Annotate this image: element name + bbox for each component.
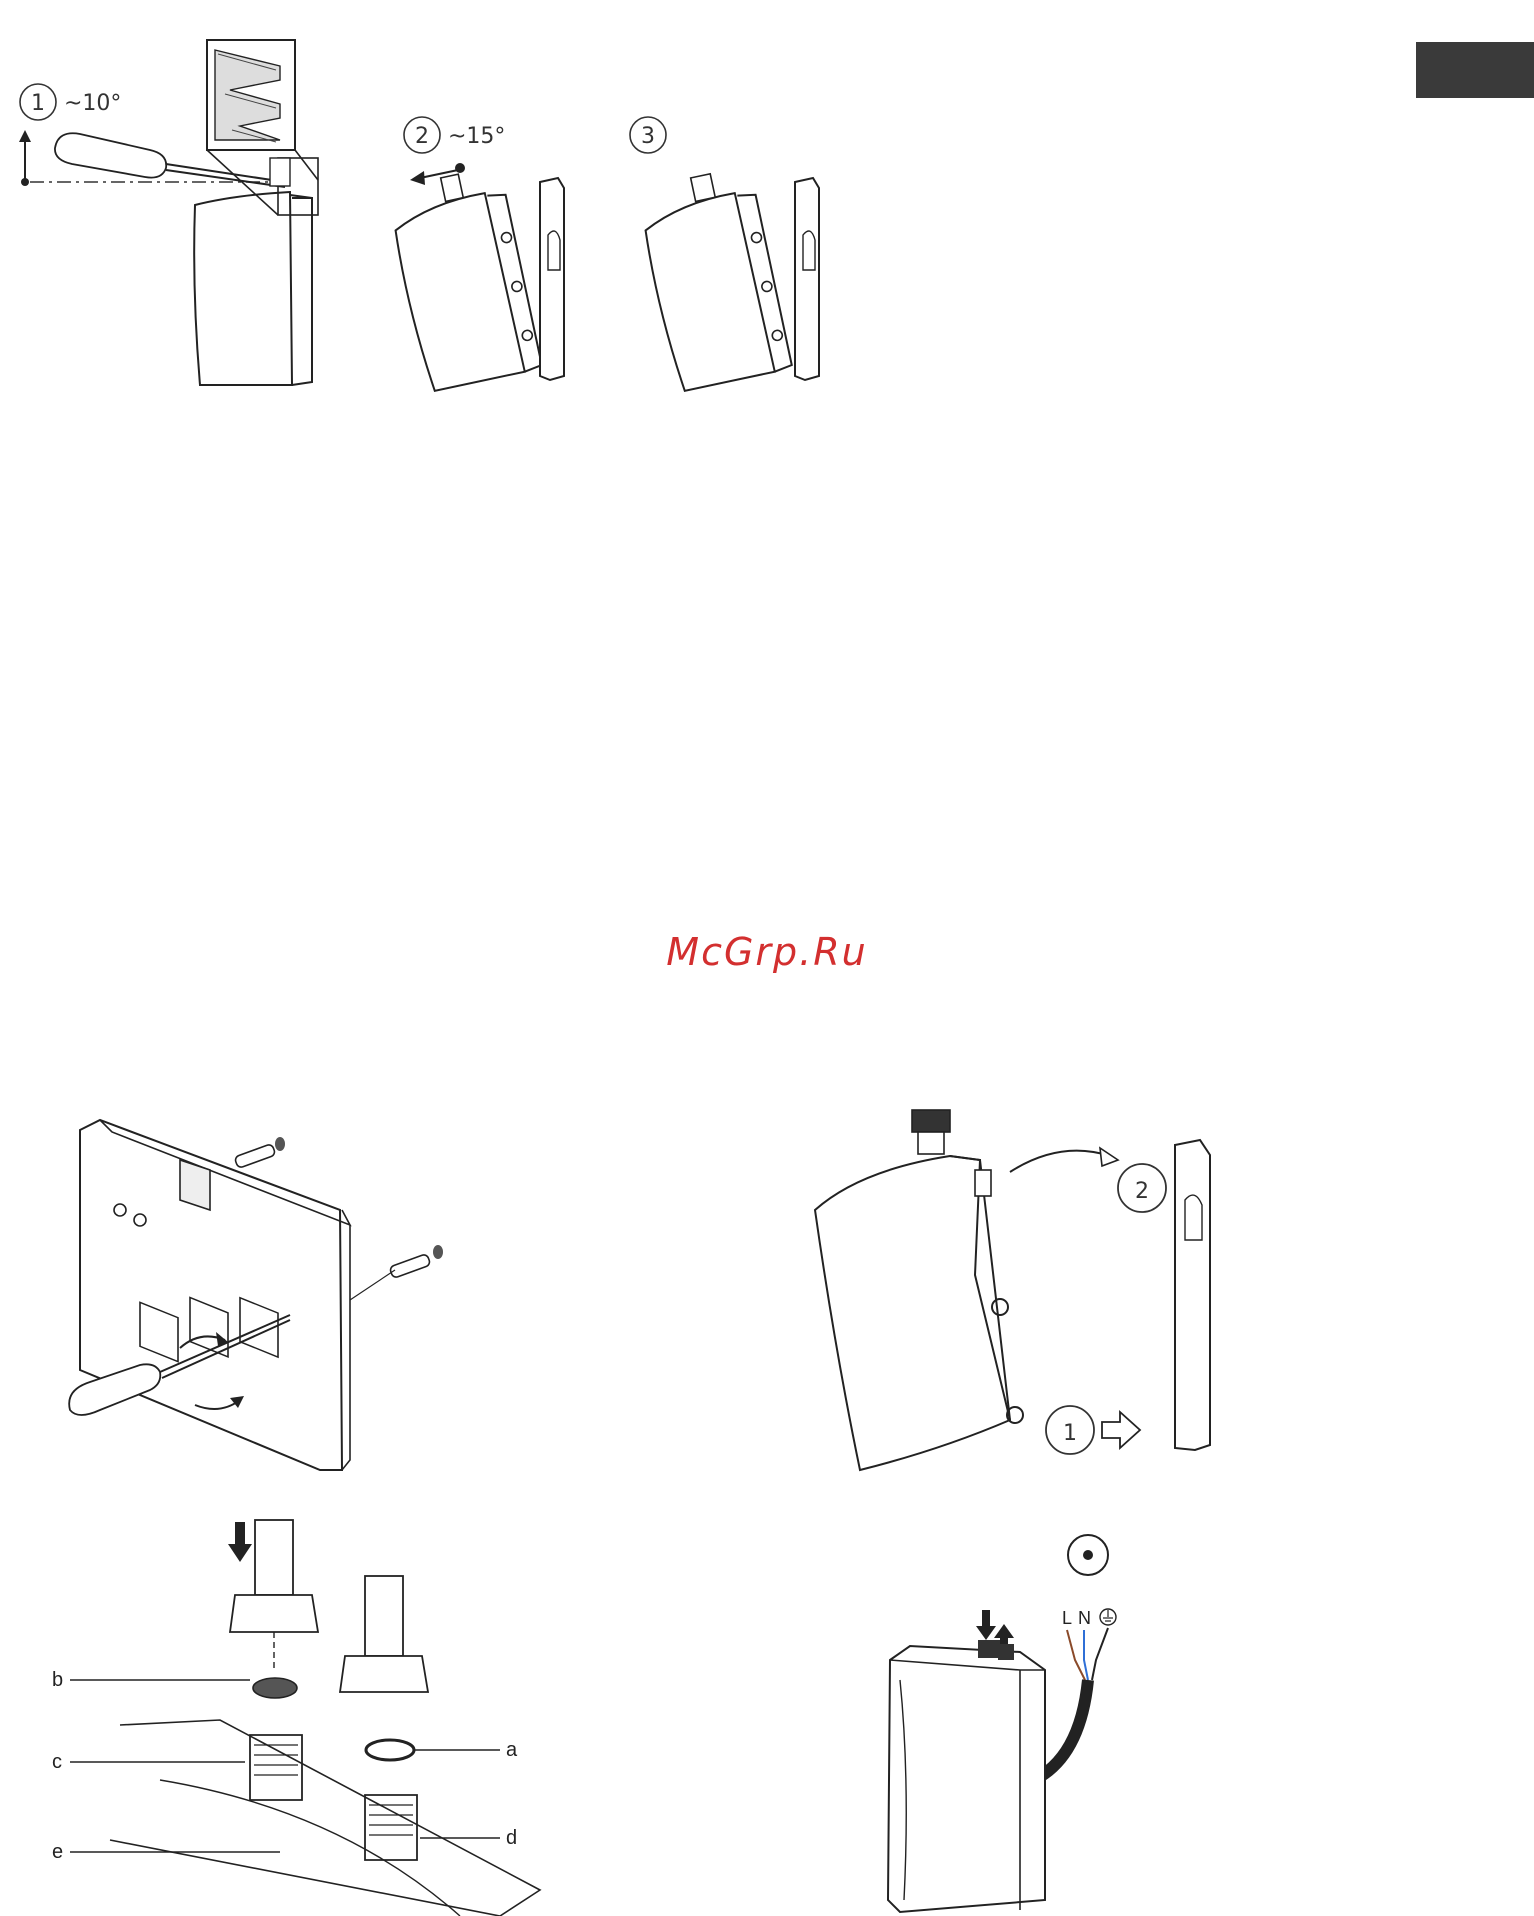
wall-bracket-step3	[795, 178, 819, 380]
earth-ground-icon	[1100, 1609, 1116, 1625]
mount-step-1-label: 1	[1046, 1406, 1094, 1454]
figure-electrical-connection: L N	[870, 1520, 1130, 1916]
label-b: b	[52, 1669, 63, 1691]
wire-label-N: N	[1078, 1608, 1091, 1628]
label-a: a	[506, 1739, 518, 1761]
mount-step-2-label: 2	[1118, 1164, 1166, 1212]
watermark: McGrp.Ru	[0, 930, 1534, 974]
figure-cover-removal: 1 ~10°	[0, 30, 860, 410]
label-c: c	[52, 1751, 62, 1773]
mounting-plate	[80, 1120, 350, 1470]
heater-unit	[888, 1640, 1045, 1912]
power-dot-icon	[1068, 1535, 1108, 1575]
wall-bracket-step2	[540, 178, 564, 380]
heater-unit	[815, 1110, 1023, 1470]
label-e: e	[52, 1841, 63, 1863]
wall-bracket	[1175, 1140, 1210, 1450]
arrow-up-icon	[19, 130, 31, 186]
zoom-inset	[207, 40, 318, 215]
figure-pipe-connection: b c e a d	[40, 1510, 560, 1916]
heater-unit-step3	[635, 165, 792, 392]
heater-unit-step1	[194, 192, 312, 385]
figure-mounting-plate	[60, 1110, 480, 1480]
section-tab	[1416, 42, 1534, 98]
svg-text:3: 3	[641, 124, 655, 149]
wire-label-L: L	[1062, 1608, 1072, 1628]
step-2-label: 2 ~15°	[404, 117, 505, 153]
svg-text:2: 2	[415, 124, 429, 149]
arrow-down-icon	[976, 1610, 996, 1640]
svg-text:2: 2	[1135, 1179, 1149, 1204]
svg-text:1: 1	[1063, 1421, 1077, 1446]
figure-hang-unit: 2 1	[800, 1100, 1260, 1480]
svg-text:~15°: ~15°	[448, 124, 505, 149]
step-1-label: 1 ~10°	[20, 84, 121, 120]
label-d: d	[506, 1827, 517, 1849]
svg-text:~10°: ~10°	[64, 91, 121, 116]
step-3-label: 3	[630, 117, 666, 153]
arrow-right-icon	[1102, 1412, 1140, 1448]
arrow-down-icon	[228, 1522, 252, 1562]
svg-text:1: 1	[31, 91, 45, 116]
heater-unit-step2	[385, 165, 542, 392]
curved-arrow-icon	[1010, 1148, 1118, 1172]
